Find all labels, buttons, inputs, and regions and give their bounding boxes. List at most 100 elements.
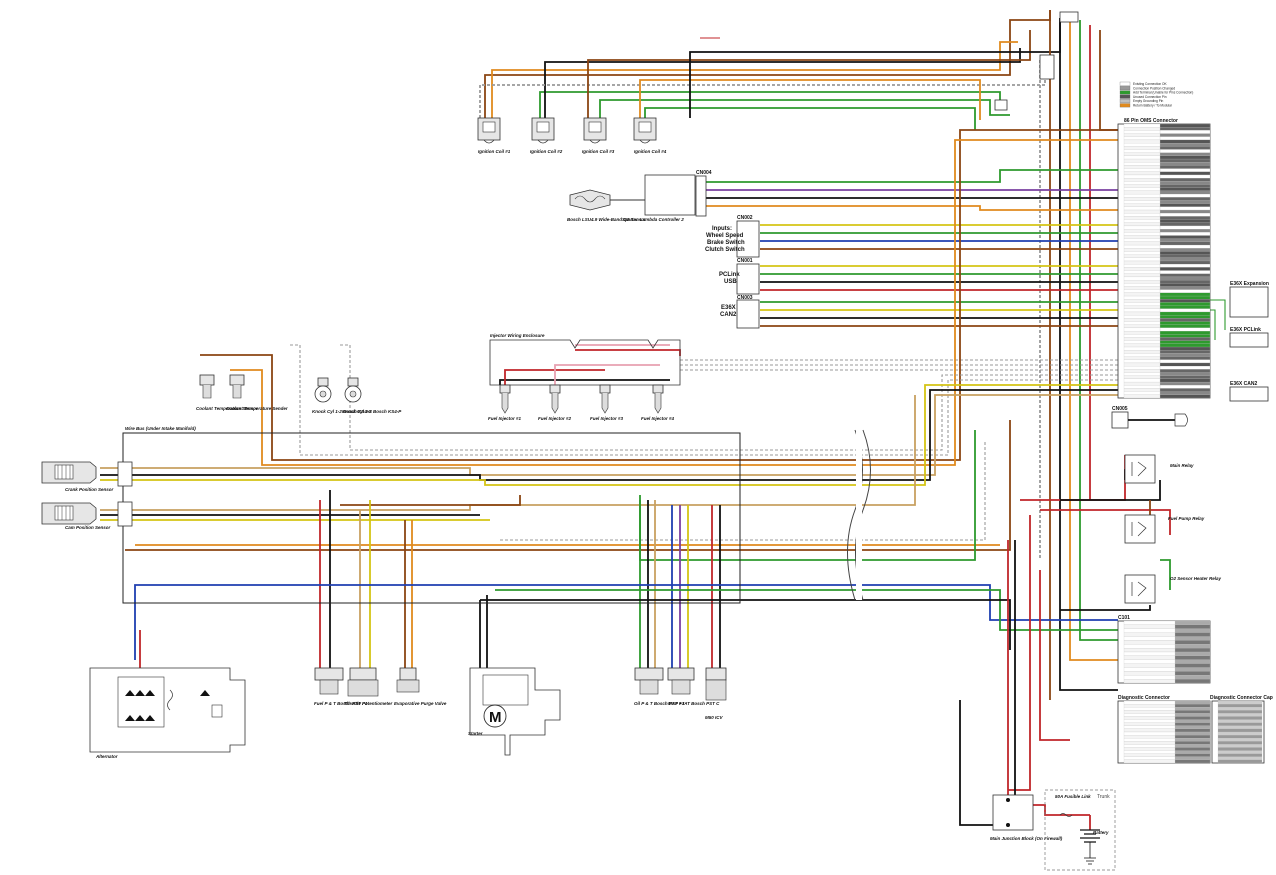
purge-valve[interactable]: Evaporative Purge Valve: [394, 667, 447, 706]
cn001-label: CN001: [737, 258, 753, 264]
pin-row: [1159, 381, 1211, 386]
pin-row: [1123, 133, 1161, 137]
battery[interactable]: [1080, 829, 1100, 865]
map-iat-sensor[interactable]: MAP + IAT Bosch PST C: [667, 667, 720, 706]
pin-row: [1123, 174, 1161, 179]
pin-row: [1217, 703, 1263, 708]
starter-motor[interactable]: M Starter: [468, 667, 561, 756]
pin-row: [1174, 679, 1211, 684]
pin-row: [1123, 308, 1161, 313]
legend-item: Add Terminal (Unable for Pins Connection…: [1133, 91, 1193, 95]
pin-row: [1159, 248, 1211, 252]
idle-control-valve[interactable]: M50 ICV: [705, 667, 727, 720]
knock-sensor-1[interactable]: Knock Cyl 1-2 Bosch KS4-0: [312, 377, 371, 414]
oil-pressure-sensor[interactable]: Oil P & T Bosch PST F1: [634, 667, 685, 706]
bottom-components: Fuel P & T Bosch PST F1 Throttle Potenti…: [314, 667, 727, 756]
pin-row: [1159, 260, 1211, 265]
pin-row: [1174, 648, 1211, 653]
coolant-temp-sensor[interactable]: Coolant Temperature Sensor: [196, 374, 258, 411]
pin-row: [1159, 190, 1211, 195]
cn005[interactable]: CN005: [1111, 406, 1188, 429]
pin-row: [1159, 289, 1211, 293]
temp-knock-sensors: Coolant Temperature Sensor Coolant Tempe…: [196, 374, 402, 414]
pin-row: [1217, 738, 1263, 742]
pin-row: [1123, 143, 1161, 147]
lambda-controller[interactable]: [644, 174, 696, 216]
fuel-injector-4[interactable]: Fuel Injector #4: [641, 384, 675, 421]
fuel-pump-relay[interactable]: Fuel Pump Relay: [1124, 514, 1205, 544]
throttle-potentiometer[interactable]: Throttle Potentiometer: [344, 667, 393, 706]
pin-row: [1159, 308, 1211, 313]
ignition-coils: Ignition Coil #1 Ignition Coil #2 Igniti…: [477, 117, 667, 154]
pin-row: [1159, 299, 1211, 303]
cam-label: Cam Position Sensor: [65, 525, 111, 530]
pin-row: [1174, 750, 1211, 754]
pin-row: [1123, 716, 1176, 720]
coil-label-1: Ignition Coil #1: [478, 149, 511, 154]
o2-sensor[interactable]: Bosch LSU4.9 Wide-Band O2 Sensor: [567, 189, 646, 222]
manifold-label: Wire Bus (Under Intake Manifold): [125, 426, 196, 431]
pin-row: [1123, 292, 1161, 297]
coolant-sender-label: Coolant Temperature Sender: [226, 406, 288, 411]
pin-row: [1123, 640, 1176, 645]
knock-sensor-2[interactable]: Knock Cyl 3-4 Bosch KS4-P: [342, 377, 402, 414]
pin-row: [1123, 146, 1161, 150]
alternator[interactable]: Alternator: [89, 667, 246, 759]
iacv-label: M50 ICV: [705, 715, 724, 720]
pin-row: [1123, 248, 1161, 252]
pin-row: [1159, 353, 1211, 357]
knock-label-2: Knock Cyl 3-4 Bosch KS4-P: [342, 409, 402, 414]
pin-row: [1217, 753, 1263, 757]
pin-row: [1174, 651, 1211, 656]
pin-row: [1159, 187, 1211, 192]
pin-row: [1123, 703, 1176, 708]
pin-row: [1123, 152, 1161, 156]
pin-row: [1159, 152, 1211, 156]
pin-row: [1217, 759, 1263, 764]
power-distribution: Main Junction Block (On Firewall) Trunk …: [990, 789, 1116, 871]
ignition-coil-3[interactable]: Ignition Coil #3: [582, 117, 615, 154]
pin-row: [1123, 731, 1176, 736]
coolant-temp-sender[interactable]: Coolant Temperature Sender: [226, 374, 288, 411]
pin-row: [1159, 378, 1211, 383]
o2-sensor-group: Bosch LSU4.9 Wide-Band O2 Sensor Spartan…: [567, 170, 712, 222]
pin-row: [1123, 318, 1161, 322]
ignition-coil-1[interactable]: Ignition Coil #1: [477, 117, 511, 154]
pin-row: [1123, 315, 1161, 319]
pin-row: [1217, 722, 1263, 726]
fuel-pressure-sensor[interactable]: Fuel P & T Bosch PST F1: [314, 667, 368, 706]
o2-heater-relay[interactable]: O2 Sensor Heater Relay: [1124, 574, 1222, 604]
crank-position-sensor[interactable]: Crank Position Sensor: [41, 461, 114, 492]
pin-row: [1159, 209, 1211, 214]
pin-row: [1123, 651, 1176, 656]
pin-row: [1123, 155, 1161, 160]
inputs-connector: CN002 Inputs: Wheel Speed Brake Switch C…: [705, 215, 760, 258]
pin-row: [1123, 127, 1161, 131]
fuel-injector-1[interactable]: Fuel Injector #1: [488, 384, 522, 421]
starter-label: Starter: [468, 731, 483, 736]
pin-row: [1217, 744, 1263, 748]
pin-row: [1123, 667, 1176, 672]
pin-row: [1123, 203, 1161, 207]
legend-swatch: [1119, 90, 1131, 95]
pin-row: [1123, 254, 1161, 258]
main-junction-block[interactable]: [992, 794, 1034, 831]
cam-position-sensor[interactable]: Cam Position Sensor: [41, 502, 111, 530]
pin-row: [1159, 232, 1211, 236]
ignition-coil-2[interactable]: Ignition Coil #2: [530, 117, 563, 154]
fuel-injector-3[interactable]: Fuel Injector #3: [590, 384, 624, 421]
pin-row: [1159, 149, 1211, 153]
pin-row: [1174, 675, 1211, 680]
pin-row: [1123, 267, 1161, 271]
pin-row: [1123, 289, 1161, 293]
pin-row: [1159, 168, 1211, 172]
pin-row: [1123, 327, 1161, 332]
fuel-injector-2[interactable]: Fuel Injector #2: [538, 384, 572, 421]
pin-row: [1123, 636, 1176, 641]
ecu-connector: 86 Pin OMS Connector: [1117, 118, 1211, 399]
main-relay[interactable]: Main Relay: [1124, 454, 1194, 484]
pin-row: [1123, 394, 1161, 399]
pin-row: [1123, 257, 1161, 262]
ignition-coil-4[interactable]: Ignition Coil #4: [633, 117, 667, 154]
wire-bundles: [100, 10, 1226, 826]
